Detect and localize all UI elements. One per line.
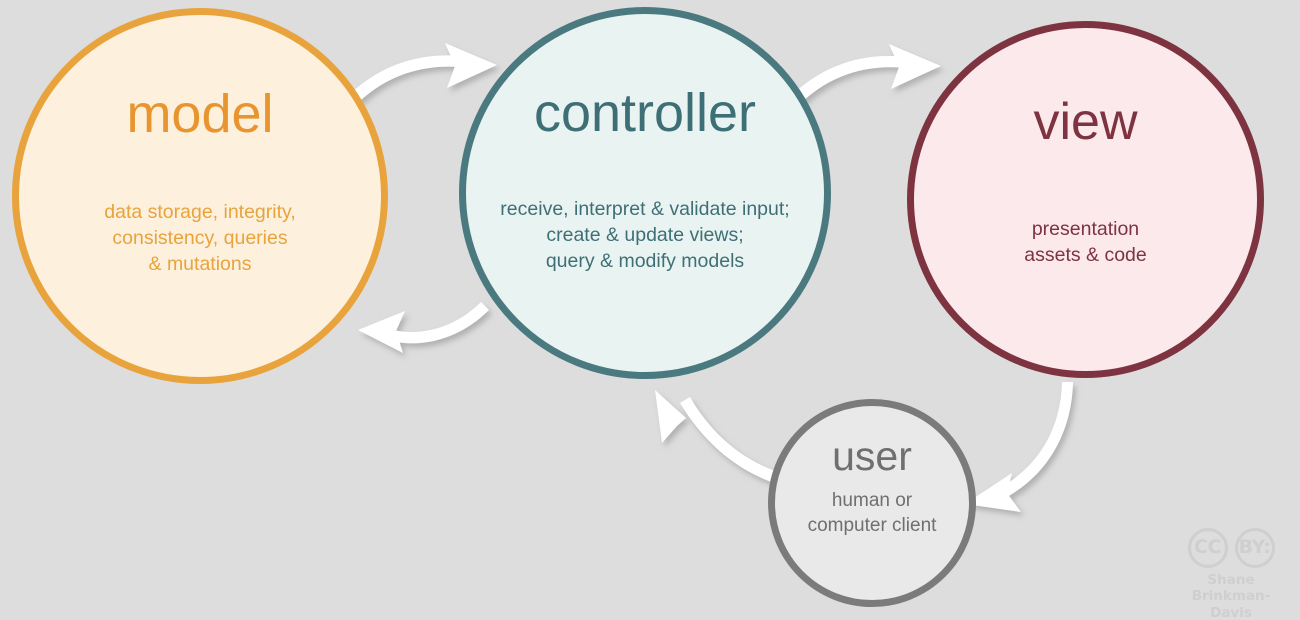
attribution-by-icon: BY: xyxy=(1234,528,1275,568)
node-controller[interactable]: controller receive, interpret & validate… xyxy=(459,7,831,379)
node-controller-description: receive, interpret & validate input; cre… xyxy=(500,198,790,272)
node-user-title: user xyxy=(832,433,912,479)
node-view-description: presentation assets & code xyxy=(1024,218,1147,266)
node-user-description: human or computer client xyxy=(807,490,937,537)
node-model-title: model xyxy=(126,84,274,144)
node-controller-title: controller xyxy=(533,83,757,143)
license-marks: CC BY: xyxy=(1187,528,1275,568)
arrow-user-to-controller xyxy=(655,390,781,484)
node-view[interactable]: view presentation assets & code xyxy=(907,21,1264,378)
creative-commons-badge[interactable]: CC BY: Shane Brinkman-Davis xyxy=(1176,528,1286,620)
arrow-model-to-controller xyxy=(347,43,497,106)
arrow-controller-to-view xyxy=(791,44,941,105)
creative-commons-icon: CC xyxy=(1187,528,1228,568)
arrow-view-to-user xyxy=(965,382,1073,512)
node-model[interactable]: model data storage, integrity, consisten… xyxy=(12,8,388,384)
author-attribution: Shane Brinkman-Davis xyxy=(1191,572,1271,620)
node-model-description: data storage, integrity, consistency, qu… xyxy=(104,201,296,275)
node-view-title: view xyxy=(1033,93,1138,151)
arrow-controller-to-model xyxy=(358,302,489,353)
node-user[interactable]: user human or computer client xyxy=(768,399,976,607)
